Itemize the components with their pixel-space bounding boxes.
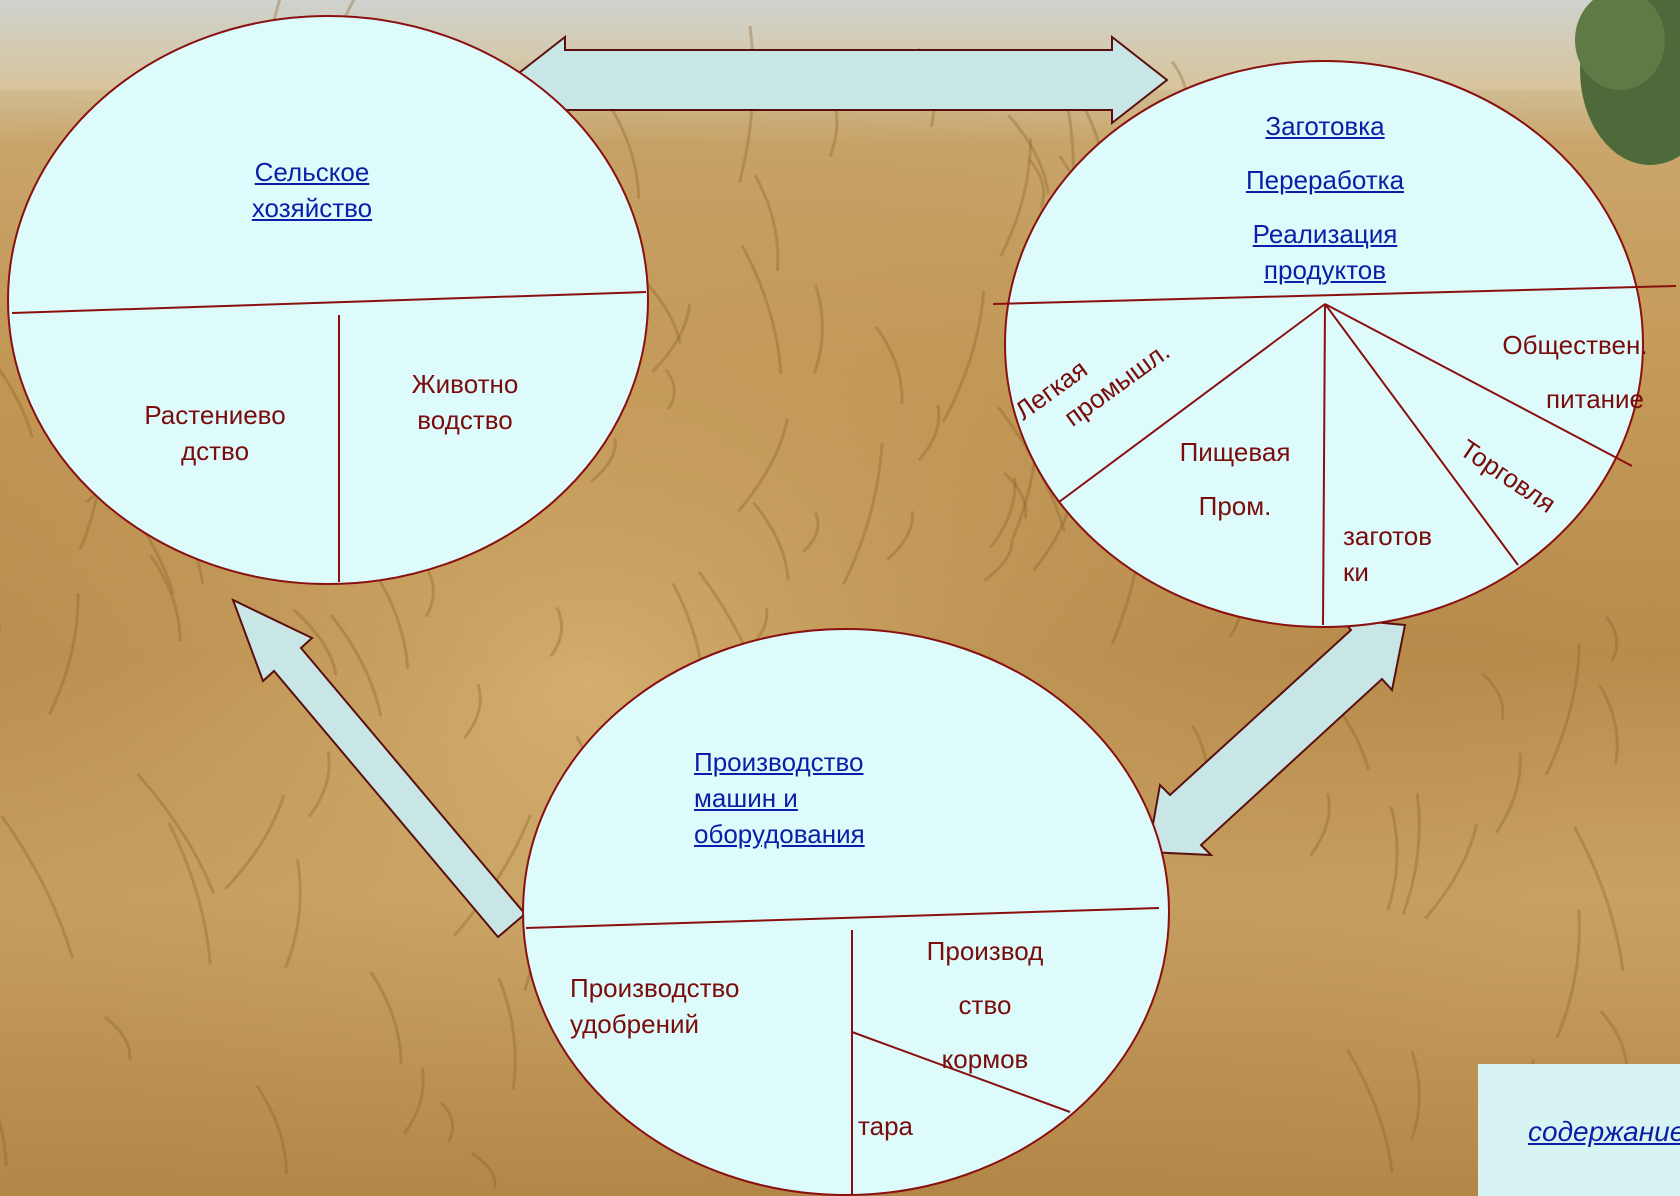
wheat-stalk [255,1084,288,1175]
crop-growing-label: Растениево дство [144,400,286,466]
wheat-stalk [740,245,783,375]
wheat-stalk [1604,615,1619,662]
food-industry-label: Пищевая Пром. [1179,437,1291,521]
wheat-stalk [463,683,482,740]
wheat-stalk [917,404,941,462]
wheat-stalk [886,511,914,561]
procurement-label: заготов ки [1343,521,1433,587]
wheat-stalk [752,501,790,581]
wheat-stalk [369,971,403,1064]
machinery-title-link[interactable]: Производство машин и оборудования [694,747,865,849]
wheat-stalk [983,538,1014,583]
wheat-stalk [1002,471,1028,520]
arrow-machinery-to-agriculture [231,598,527,939]
wheat-stalk [471,1152,497,1189]
wheat-stalk [941,290,986,423]
catering-label: Обществен. питание [1502,330,1648,414]
agriculture-title-link[interactable]: Сельское хозяйство [220,154,404,226]
contents-box: содержание [1478,1064,1680,1196]
tree-silhouette [1575,0,1680,165]
wheat-stalk [440,1101,455,1144]
wheat-stalk [1401,792,1421,915]
agriculture-title-line1: Сельское [254,157,370,187]
agriculture-title-line2: хозяйство [251,193,373,223]
wheat-stalk [0,815,74,959]
wheat-stalk [224,794,286,891]
wheat-stalk [1028,158,1046,209]
contents-link[interactable]: содержание [1528,1116,1680,1147]
wheat-stalk [1007,114,1050,195]
wheat-stalk [989,477,1017,549]
wheat-stalk [167,822,212,965]
wheat-stalk [1495,752,1522,834]
wheat-stalk [1309,793,1331,857]
agriculture-circle [7,15,649,585]
wheat-stalk [842,443,884,585]
wheat-stalk [149,554,182,642]
machinery-circle [522,628,1170,1196]
double-arrow-agriculture-processing [508,34,1169,126]
wheat-stalk [1598,684,1619,765]
wheat-stalk [753,174,780,271]
wheat-stalk [307,751,331,818]
wheat-stalk [664,368,676,411]
wheat-stalk [48,593,80,716]
wheat-stalk [605,100,641,199]
wheat-stalk [1386,806,1399,911]
wheat-stalk [874,326,904,405]
processing-circle [992,60,1677,628]
wheat-stalk [999,138,1033,257]
wheat-stalk [812,284,824,374]
wheat-stalk [589,438,617,483]
wheat-stalk [402,1067,425,1135]
wheat-stalk [284,859,302,969]
wheat-stalk [549,606,564,658]
wheat-stalk [0,367,34,439]
wheat-stalk [453,814,532,937]
wheat-stalk [802,512,820,554]
wheat-stalk [1555,909,1581,1039]
wheat-stalk [136,773,216,895]
wheat-stalk [1544,644,1581,776]
wheat-stalk [1410,1050,1421,1141]
wheat-stalk [737,418,789,513]
fertilizers-label: Производство удобрений [570,973,740,1039]
wheat-stalk [103,1015,132,1061]
wheat-stalk [497,977,517,1090]
wheat-stalk [0,1117,8,1167]
procurement-link[interactable]: Заготовка [1265,111,1385,141]
livestock-label: Животно водство [411,369,519,435]
wheat-stalk [292,608,338,676]
wheat-stalk [1346,1049,1394,1174]
wheat-stalk [1424,822,1479,920]
wheat-stalk [1573,826,1625,971]
double-arrow-machinery-processing [1146,617,1407,857]
sales-link[interactable]: Реализация продуктов [1252,219,1398,285]
packaging-label: тара [858,1111,913,1141]
wheat-stalk [329,613,383,717]
feed-label: Производ ство кормов [926,936,1044,1074]
wheat-stalk [651,304,692,374]
processing-link[interactable]: Переработка [1245,165,1405,195]
wheat-stalk [1481,672,1505,720]
